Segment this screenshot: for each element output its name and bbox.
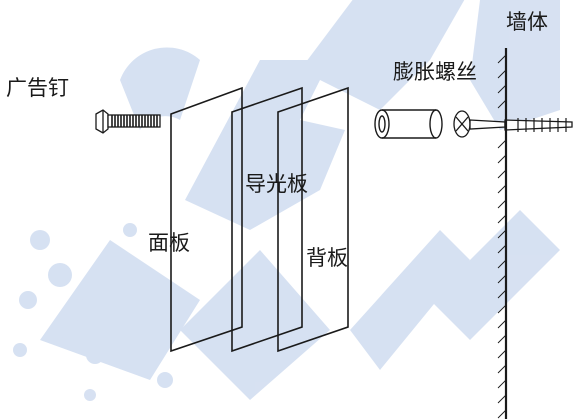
label-wall: 墙体 [506,10,548,34]
ad-nail-icon [95,109,161,134]
label-light-guide-plate: 导光板 [245,172,308,196]
expansion-sleeve-icon [374,109,443,139]
watermark [13,0,560,401]
label-ad-nail: 广告钉 [6,76,69,100]
label-back-plate: 背板 [306,246,348,270]
light-guide-plate [231,86,303,353]
label-expansion-screw: 膨胀螺丝 [393,60,477,84]
face-plate [170,86,243,353]
back-plate [277,86,349,353]
expansion-screw-icon [453,110,573,138]
wall [497,48,508,419]
label-face-plate: 面板 [148,231,190,255]
